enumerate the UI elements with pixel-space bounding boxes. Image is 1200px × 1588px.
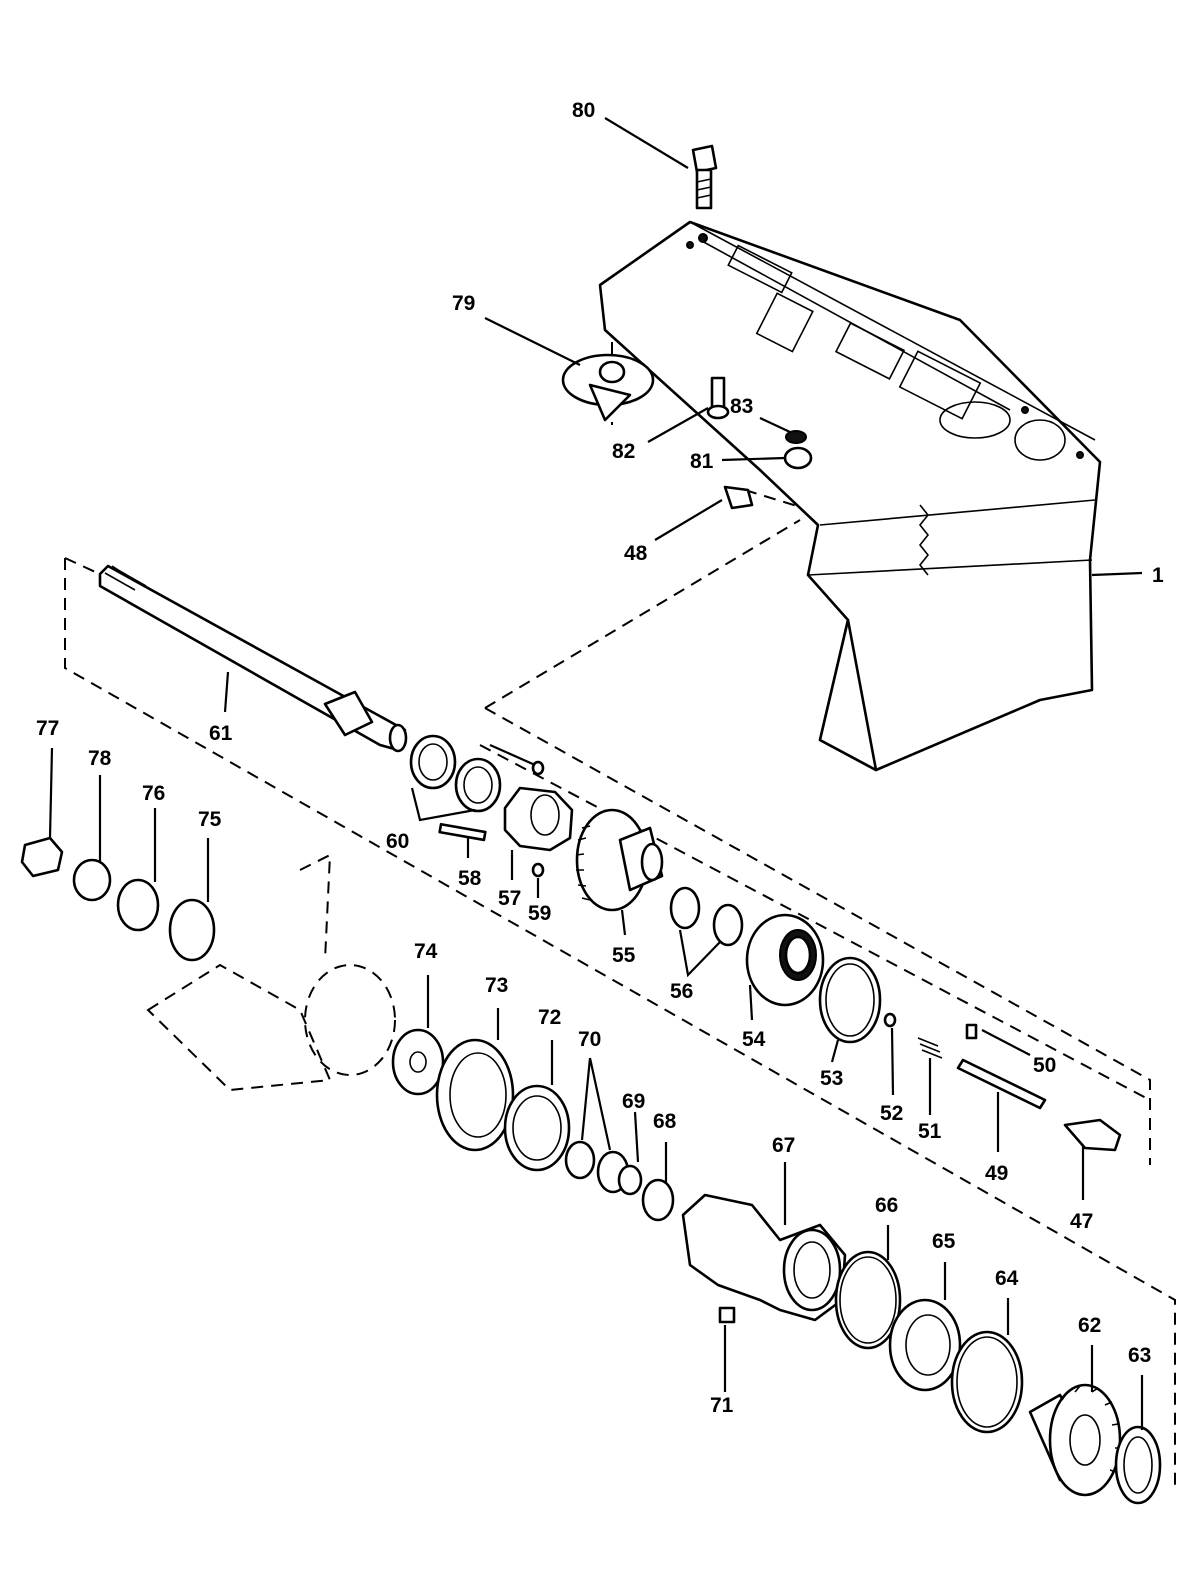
reverse-gear-62 (1028, 1383, 1122, 1497)
spring-51 (917, 1037, 943, 1059)
callout-73: 73 (485, 974, 508, 997)
bracket-48 (723, 485, 754, 510)
bolt-80 (691, 144, 718, 210)
shift-shaft-49 (956, 1058, 1047, 1110)
ball-bearing-65 (888, 1298, 962, 1392)
callout-64: 64 (995, 1267, 1019, 1290)
callout-47: 47 (1070, 1210, 1093, 1233)
callout-77: 77 (36, 717, 59, 740)
gearcase-housing (598, 220, 1102, 772)
callout-63: 63 (1128, 1344, 1151, 1367)
callout-74: 74 (414, 940, 438, 963)
o-ring-66 (834, 1250, 902, 1350)
callout-55: 55 (612, 944, 636, 967)
thrust-hub-76 (116, 878, 160, 932)
callout-labels: 80 79 83 82 81 48 1 61 77 78 76 75 60 58… (36, 99, 1164, 1417)
callout-50: 50 (1033, 1054, 1056, 1077)
callout-71: 71 (710, 1394, 734, 1417)
callout-54: 54 (742, 1028, 766, 1051)
callout-65: 65 (932, 1230, 956, 1253)
pin-50 (965, 1023, 978, 1040)
callout-79: 79 (452, 292, 475, 315)
detent-balls-59 (531, 760, 545, 878)
shim-ring-53 (818, 956, 882, 1044)
rings-60 (409, 734, 502, 813)
stud-82 (706, 376, 730, 420)
shim-64 (950, 1330, 1024, 1434)
callout-48: 48 (624, 542, 648, 565)
callout-69: 69 (622, 1090, 645, 1113)
callout-49: 49 (985, 1162, 1008, 1185)
callout-72: 72 (538, 1006, 561, 1029)
bearing-68 (641, 1178, 675, 1222)
callout-52: 52 (880, 1102, 903, 1125)
ball-52 (883, 1012, 897, 1028)
roller-bearings-56 (669, 886, 744, 947)
callout-51: 51 (918, 1120, 942, 1143)
callout-1: 1 (1152, 564, 1164, 587)
tab-washer-78 (72, 858, 112, 902)
callout-68: 68 (653, 1110, 677, 1133)
callout-53: 53 (820, 1067, 843, 1090)
spacer-75 (168, 898, 216, 962)
propeller-outline (146, 853, 396, 1092)
washer-83 (785, 430, 807, 444)
callout-70: 70 (578, 1028, 601, 1051)
callout-66: 66 (875, 1194, 898, 1217)
cover-nut-73 (435, 1038, 515, 1152)
callout-82: 82 (612, 440, 635, 463)
tapered-bearing-54 (745, 913, 825, 1007)
callout-75: 75 (198, 808, 222, 831)
pin-58 (438, 822, 487, 842)
callout-61: 61 (209, 722, 233, 745)
tab-washer-72 (503, 1084, 571, 1172)
callout-83: 83 (730, 395, 753, 418)
nut-81 (783, 446, 813, 470)
clutch-57 (503, 786, 574, 852)
callout-67: 67 (772, 1134, 795, 1157)
callout-78: 78 (88, 747, 112, 770)
key-71 (718, 1306, 736, 1324)
trim-tab-anode-79 (561, 353, 655, 422)
propeller-shaft-61 (98, 564, 408, 753)
forward-gear-55 (575, 808, 664, 912)
prop-nut-77 (20, 836, 64, 878)
leader-lines (48, 117, 1144, 1430)
thrust-washer-63 (1114, 1425, 1162, 1505)
callout-80: 80 (572, 99, 595, 122)
callout-56: 56 (670, 980, 693, 1003)
callout-59: 59 (528, 902, 551, 925)
cam-47 (1063, 1118, 1122, 1152)
callout-58: 58 (458, 867, 482, 890)
callout-60: 60 (386, 830, 409, 853)
callout-57: 57 (498, 887, 521, 910)
callout-62: 62 (1078, 1314, 1101, 1337)
bearing-carrier-67 (681, 1193, 847, 1322)
washer-69 (617, 1164, 643, 1196)
callout-76: 76 (142, 782, 165, 805)
thrust-washer-74 (391, 1028, 445, 1096)
callout-81: 81 (690, 450, 714, 473)
